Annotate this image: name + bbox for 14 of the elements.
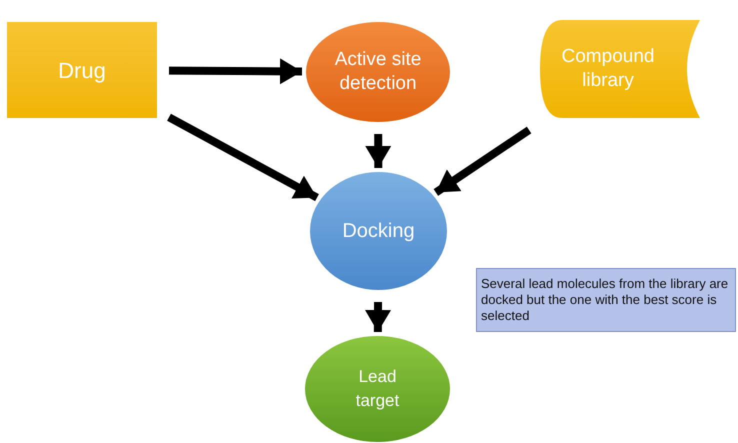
node-label: Compound library — [560, 45, 656, 93]
stored-data-shape — [540, 20, 700, 118]
node-label: Several lead molecules from the library are docked but the one with the best score is selected — [480, 276, 730, 324]
node-label: Active site detection — [334, 48, 422, 96]
arrow — [168, 58, 302, 84]
arrow — [365, 302, 391, 332]
arrow — [434, 126, 532, 196]
process-box — [7, 22, 157, 118]
node-label: Lead target — [354, 366, 400, 412]
arrow — [365, 134, 392, 168]
node-label: Docking — [342, 219, 415, 244]
arrow — [167, 114, 319, 202]
node-label: Drug — [58, 56, 106, 85]
note-box — [476, 268, 736, 332]
